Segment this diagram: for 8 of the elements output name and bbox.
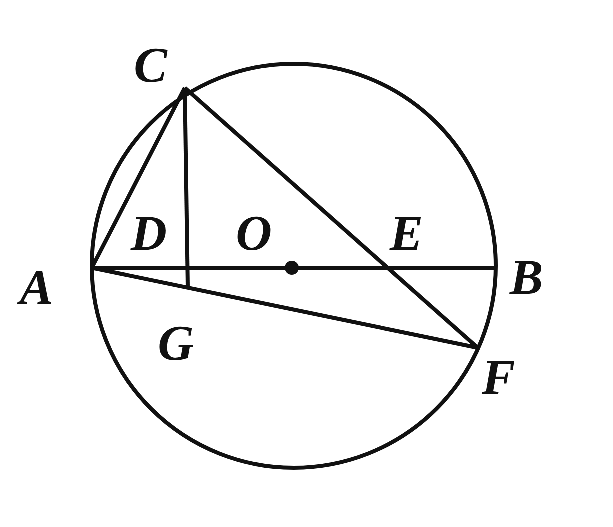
point-label: E [390,208,424,258]
point-label: B [510,252,544,302]
point-label: G [158,318,194,368]
point-label: A [20,262,54,312]
point-label: C [134,40,168,90]
point-label: D [131,208,168,258]
point-label: F [482,352,516,402]
point-label: O [236,208,272,258]
